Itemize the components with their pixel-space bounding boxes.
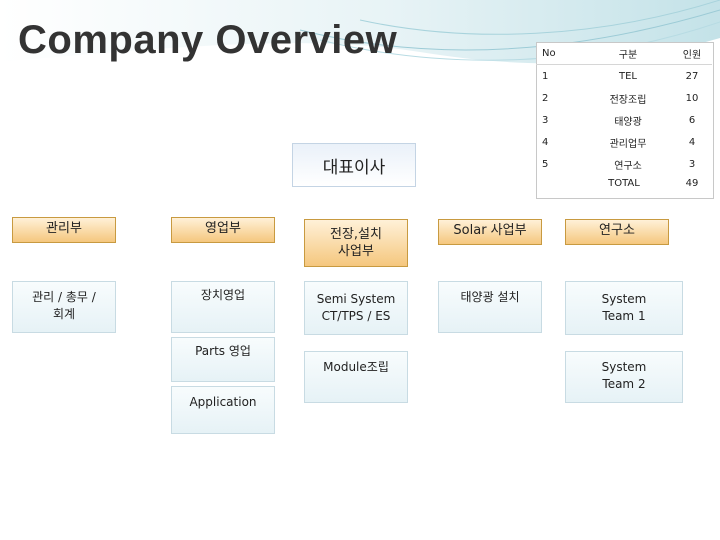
header-no: No xyxy=(536,42,584,65)
unit-equipment-sales: 장치영업 xyxy=(171,281,275,333)
row-category: 태양광 xyxy=(614,116,642,128)
header-category: 구분 xyxy=(584,42,672,65)
row-headcount: 6 xyxy=(688,114,696,126)
row-headcount: 10 xyxy=(685,92,699,104)
table-row: 3 태양광 6 xyxy=(536,109,712,131)
ceo-box: 대표이사 xyxy=(292,143,416,187)
unit-module-assembly: Module조립 xyxy=(304,351,408,403)
header-headcount: 인원 xyxy=(672,42,712,65)
row-category: 전장조립 xyxy=(609,94,647,106)
total-value: 49 xyxy=(685,178,699,189)
table-row: 4 관리업무 4 xyxy=(536,131,712,153)
row-category: 연구소 xyxy=(614,160,642,172)
row-no: 2 xyxy=(542,92,549,104)
row-no: 5 xyxy=(542,158,549,170)
unit-semi-system: Semi System CT/TPS / ES xyxy=(304,281,408,335)
page-title: Company Overview xyxy=(18,18,398,62)
row-headcount: 4 xyxy=(688,136,696,148)
headcount-table: No 구분 인원 1 TEL 27 2 전장조립 10 3 태양광 6 4 관리… xyxy=(536,42,714,199)
row-category: TEL xyxy=(619,70,637,82)
dept-research-lab: 연구소 xyxy=(565,219,669,245)
row-no: 4 xyxy=(542,136,549,148)
row-no: 1 xyxy=(542,70,549,82)
row-headcount: 3 xyxy=(688,158,696,170)
table-row: 1 TEL 27 xyxy=(536,65,712,88)
unit-system-team-2: System Team 2 xyxy=(565,351,683,403)
headcount-grid: No 구분 인원 1 TEL 27 2 전장조립 10 3 태양광 6 4 관리… xyxy=(536,42,712,175)
table-row: 5 연구소 3 xyxy=(536,153,712,175)
dept-management: 관리부 xyxy=(12,217,116,243)
unit-solar-installation: 태양광 설치 xyxy=(438,281,542,333)
unit-system-team-1: System Team 1 xyxy=(565,281,683,335)
dept-electrical-installation: 전장,설치 사업부 xyxy=(304,219,408,267)
row-headcount: 27 xyxy=(685,70,699,82)
dept-sales: 영업부 xyxy=(171,217,275,243)
unit-admin-accounting: 관리 / 총무 / 회계 xyxy=(12,281,116,333)
row-category: 관리업무 xyxy=(609,138,647,150)
table-header-row: No 구분 인원 xyxy=(536,42,712,65)
unit-parts-sales: Parts 영업 xyxy=(171,337,275,382)
headcount-table-frame xyxy=(536,42,714,199)
unit-application: Application xyxy=(171,386,275,434)
dept-solar: Solar 사업부 xyxy=(438,219,542,245)
table-row: 2 전장조립 10 xyxy=(536,87,712,109)
row-no: 3 xyxy=(542,114,549,126)
total-label: TOTAL xyxy=(608,178,640,189)
